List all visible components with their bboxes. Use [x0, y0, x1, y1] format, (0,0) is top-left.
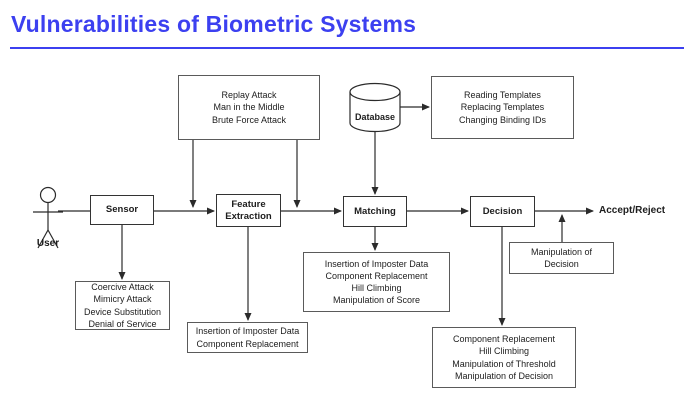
attack-box-sensor: Coercive Attack Mimicry Attack Device Su… — [75, 281, 170, 330]
attack-line: Replay Attack — [221, 90, 277, 101]
attack-line: Insertion of Imposter Data — [324, 258, 429, 269]
attack-line: Brute Force Attack — [211, 114, 287, 125]
node-sensor-label: Sensor — [105, 204, 139, 216]
attack-line: Changing Binding IDs — [458, 114, 547, 125]
attack-box-decision-channel: Manipulation of Decision — [509, 242, 614, 274]
attack-line: Manipulation of Score — [332, 295, 421, 306]
attack-line: Man in the Middle — [213, 102, 285, 113]
page-title: Vulnerabilities of Biometric Systems — [11, 11, 417, 37]
attack-line: Component Replacement — [325, 270, 428, 281]
attack-line: Reading Templates — [464, 90, 541, 101]
database-label: Database — [354, 112, 396, 122]
node-feature-label-line1: Feature — [231, 198, 266, 210]
attack-line: Component Replacement — [196, 338, 299, 349]
attack-box-matching: Insertion of Imposter Data Component Rep… — [303, 252, 450, 312]
attack-line: Mimicry Attack — [93, 294, 152, 305]
result-label: Accept/Reject — [599, 205, 666, 216]
node-feature-label-line2: Extraction — [225, 210, 272, 222]
node-matching: Matching — [343, 196, 407, 227]
attack-line: Insertion of Imposter Data — [195, 326, 300, 337]
attack-box-feature-extraction: Insertion of Imposter Data Component Rep… — [187, 322, 308, 353]
attack-box-decision: Component Replacement Hill Climbing Mani… — [432, 327, 576, 388]
attack-line: Manipulation of — [530, 246, 593, 257]
attack-line: Device Substitution — [83, 306, 162, 317]
node-decision-label: Decision — [482, 205, 523, 217]
attack-line: Hill Climbing — [478, 346, 529, 357]
attack-line: Manipulation of Decision — [454, 370, 554, 381]
title-underline — [10, 47, 684, 49]
attack-line: Decision — [544, 259, 579, 269]
attack-line: Hill Climbing — [351, 283, 402, 293]
user-icon — [33, 186, 63, 249]
attack-line: Manipulation of Threshold — [452, 358, 556, 369]
node-sensor: Sensor — [90, 195, 154, 225]
attack-box-transmission-channel: Replay Attack Man in the Middle Brute Fo… — [178, 75, 320, 140]
node-decision: Decision — [470, 196, 535, 227]
node-feature-extraction: Feature Extraction — [216, 194, 281, 227]
attack-line: Coercive Attack — [91, 282, 154, 293]
user-label: User — [36, 238, 60, 249]
attack-line: Component Replacement — [452, 334, 556, 345]
database-icon — [349, 82, 401, 133]
attack-line: Denial of Service — [88, 318, 157, 329]
attack-box-database: Reading Templates Replacing Templates Ch… — [431, 76, 574, 139]
node-matching-label: Matching — [354, 205, 396, 217]
attack-line: Replacing Templates — [460, 102, 545, 113]
